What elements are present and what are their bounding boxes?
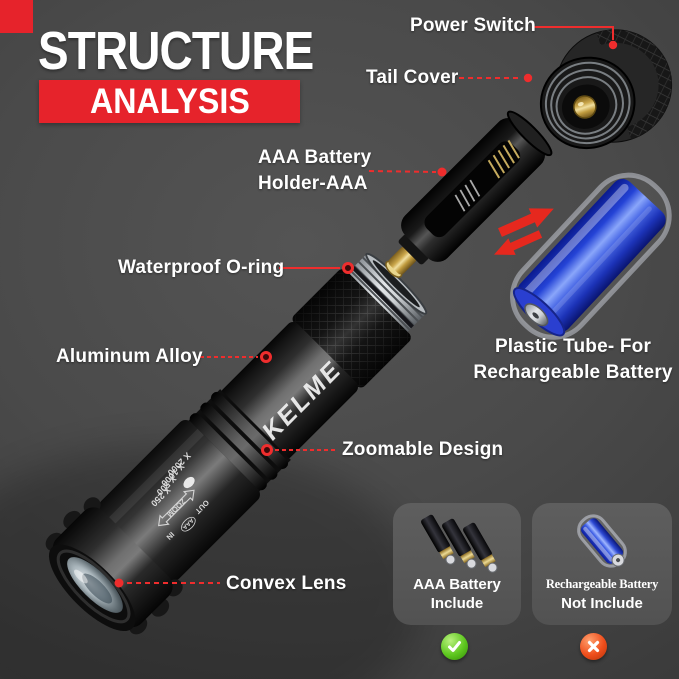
tail-switch-contact: [573, 95, 597, 119]
callout-power-switch: Power Switch: [410, 15, 536, 36]
dot-oring: [342, 262, 354, 274]
leader-power-switch: [532, 26, 614, 40]
flashlight-knurled-grip: [292, 269, 411, 388]
callout-plastic-tube: Plastic Tube- For Rechargeable Battery: [443, 334, 679, 386]
holder-spring-gold: [487, 139, 520, 179]
rechargeable-battery-card: Rechargeable Battery Not Include: [532, 503, 672, 625]
dot-convex-lens: [114, 578, 124, 588]
callout-convex-lens: Convex Lens: [226, 573, 347, 594]
tail-cap: [539, 29, 673, 150]
flashlight-body: KELME X 250 X 500 X 1000 X 2000: [45, 252, 428, 635]
corner-accent-square: [0, 0, 33, 33]
callout-tail-cover: Tail Cover: [366, 67, 459, 88]
dot-tail-cover: [523, 73, 533, 83]
callout-battery-holder: AAA Battery Holder-AAA: [258, 145, 371, 197]
not-included-status-badge: [580, 633, 607, 660]
swap-arrows-icon: [494, 208, 554, 255]
flashlight-crown-bezel: [45, 497, 183, 635]
callout-plastic-tube-line2: Rechargeable Battery: [473, 362, 673, 383]
zoom-indicator-dot: [183, 476, 195, 489]
callout-aluminum-alloy: Aluminum Alloy: [56, 346, 203, 367]
included-status-badge: [441, 633, 468, 660]
title-banner: ANALYSIS: [39, 80, 300, 123]
callout-battery-holder-line1: AAA Battery: [258, 147, 372, 168]
tail-cap-threads: [544, 61, 631, 145]
callout-battery-holder-line2: Holder-AAA: [258, 173, 368, 194]
dot-battery-holder: [437, 167, 447, 177]
flashlight-threads: [346, 252, 428, 334]
aaa-card-line1: AAA Battery: [413, 576, 501, 593]
cross-icon: [587, 640, 600, 653]
rechargeable-card-line2: Not Include: [561, 595, 643, 612]
dot-zoomable: [261, 444, 273, 456]
battery-holder: [385, 110, 553, 278]
title-banner-text: ANALYSIS: [89, 81, 250, 121]
rechargeable-battery: [510, 172, 672, 340]
tail-cap-knurling: [596, 29, 672, 140]
rechargeable-card-line1: Rechargeable Battery: [545, 577, 659, 591]
callout-plastic-tube-line1: Plastic Tube- For: [494, 336, 652, 357]
holder-slot: [424, 141, 521, 238]
callout-waterproof-oring: Waterproof O-ring: [118, 257, 285, 278]
rechargeable-battery-icon: [577, 514, 627, 568]
callout-leaders: [114, 26, 618, 588]
aaa-battery-card: AAA Battery Include: [393, 503, 521, 625]
holder-contact-stud: [388, 246, 417, 275]
flashlight-zoom-head: X 250 X 500 X 1000 X 2000 ZOOM OUT IN AA…: [99, 420, 260, 581]
zoom-in-text: IN: [164, 530, 176, 542]
check-icon: [448, 641, 461, 652]
waterproof-oring-part: [351, 266, 414, 329]
aaa-batteries-icon: [421, 514, 498, 573]
holder-spring-silver: [454, 179, 481, 212]
callout-zoomable-design: Zoomable Design: [342, 439, 504, 460]
plastic-tube: [510, 172, 672, 340]
dot-aluminum: [260, 351, 272, 363]
aaa-card-line2: Include: [430, 595, 484, 612]
page-title: STRUCTURE: [38, 21, 314, 81]
leader-battery-holder: [368, 170, 437, 173]
dot-power-switch: [608, 40, 618, 50]
